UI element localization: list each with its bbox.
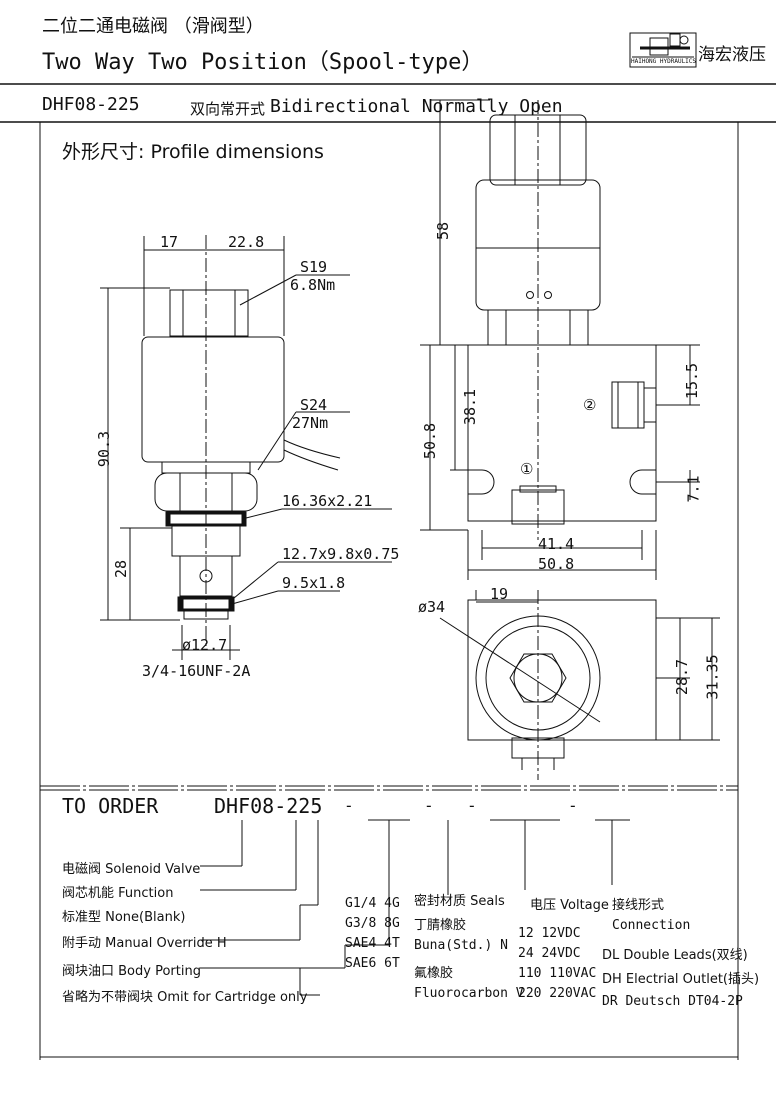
dim-27nm: 27Nm (292, 414, 329, 432)
voltage-title: 电压 Voltage (530, 898, 609, 913)
order-dash-2: - (424, 796, 434, 815)
port-2-label: ② (583, 396, 597, 414)
dim-15-5: 15.5 (683, 362, 702, 400)
seal-16-36: 16.36x2.21 (282, 492, 373, 510)
thread-spec: 3/4-16UNF-2A (142, 662, 251, 680)
conn-sub: Connection (612, 918, 691, 933)
order-item-porting: 阀块油口 Body Porting (62, 964, 201, 979)
dim-dia-34: ø34 (418, 598, 446, 616)
porting-sae6: SAE6 6T (345, 956, 400, 971)
order-item-override: 附手动 Manual Override H (62, 936, 227, 951)
dim-s19: S19 (300, 258, 328, 276)
dim-6-8nm: 6.8Nm (290, 276, 336, 294)
valve-top-view (439, 590, 720, 780)
conn-dr: DR Deutsch DT04-2P (602, 994, 743, 1009)
seals-fluoro: Fluorocarbon V (414, 986, 524, 1001)
model-code: DHF08-225 (42, 94, 140, 115)
conn-dl: DL Double Leads(双线) (602, 948, 748, 963)
dim-41-4: 41.4 (538, 535, 575, 553)
porting-g14: G1/4 4G (345, 896, 400, 911)
port-1-label: ① (520, 460, 534, 478)
dim-dia-12-7: ø12.7 (182, 636, 228, 654)
conn-dh: DH Electrial Outlet(插头) (602, 972, 760, 987)
voltage-24: 24 24VDC (518, 946, 581, 961)
brand-logo-icon (629, 32, 697, 68)
dim-28-7: 28.7 (673, 658, 692, 696)
order-dash-3: - (467, 796, 477, 815)
dim-38-1: 38.1 (461, 388, 480, 426)
order-item-solenoid: 电磁阀 Solenoid Valve (62, 862, 201, 877)
order-label: TO ORDER (62, 794, 159, 818)
profile-heading: 外形尺寸: Profile dimensions (62, 141, 324, 163)
dim-50-8-v: 50.8 (421, 422, 440, 460)
conn-title: 接线形式 (612, 898, 665, 913)
seals-buna: Buna(Std.) N (414, 938, 508, 953)
seal-12-7: 12.7x9.8x0.75 (282, 545, 400, 563)
dim-17: 17 (160, 233, 179, 251)
order-item-function: 阀芯机能 Function (62, 886, 174, 901)
voltage-220: 220 220VAC (518, 986, 597, 1001)
seals-buna-cn: 丁腈橡胶 (414, 918, 467, 933)
order-dash-4: - (568, 796, 578, 815)
title-en: Two Way Two Position（Spool-type） (42, 50, 484, 75)
valve-side-view (100, 235, 392, 660)
dim-7-1: 7.1 (684, 475, 703, 503)
subtitle-en: Bidirectional Normally Open (270, 96, 563, 117)
porting-sae4: SAE4 4T (345, 936, 400, 951)
title-cn: 二位二通电磁阀 （滑阀型） (42, 16, 264, 37)
dim-s24: S24 (300, 396, 328, 414)
seals-title: 密封材质 Seals (414, 894, 505, 909)
seal-9-5: 9.5x1.8 (282, 574, 346, 592)
dim-31-35: 31.35 (703, 654, 722, 700)
dim-19: 19 (490, 585, 509, 603)
subtitle-cn: 双向常开式 (190, 100, 266, 118)
dim-90-3: 90.3 (95, 430, 114, 468)
seals-fluoro-cn: 氟橡胶 (414, 966, 454, 981)
voltage-110: 110 110VAC (518, 966, 597, 981)
dim-58: 58 (434, 221, 453, 241)
order-leaders (200, 819, 630, 996)
order-item-omit: 省略为不带阀块 Omit for Cartridge only (62, 990, 308, 1005)
porting-g38: G3/8 8G (345, 916, 400, 931)
order-code: DHF08-225 (214, 794, 323, 818)
order-item-none: 标准型 None(Blank) (62, 910, 186, 925)
dim-22-8: 22.8 (228, 233, 265, 251)
valve-front-view (420, 99, 700, 580)
dim-28: 28 (112, 559, 131, 579)
order-dash-1: - (344, 796, 354, 815)
voltage-12: 12 12VDC (518, 926, 581, 941)
brand-text: 海宏液压 (698, 45, 766, 65)
brand-small: HAIHONG HYDRAULICS (631, 58, 697, 65)
dim-50-8-h: 50.8 (538, 555, 575, 573)
